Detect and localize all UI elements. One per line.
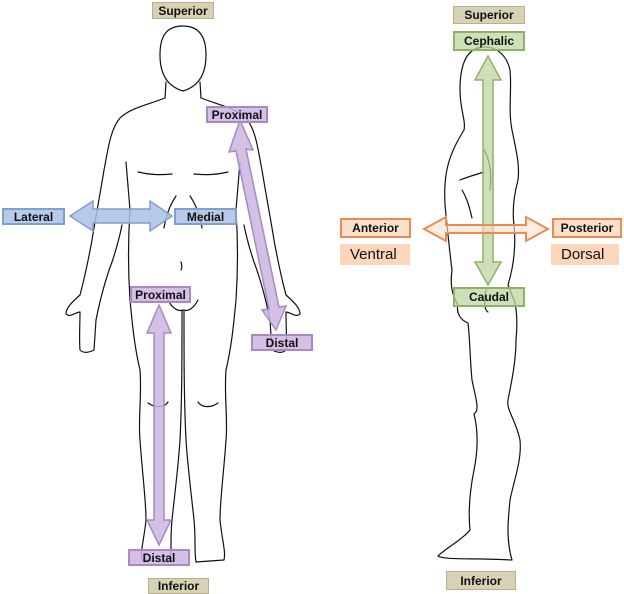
side-inferior-label: Inferior [446,571,516,590]
anterior-label: Anterior [340,218,411,238]
arm-proximal-label: Proximal [206,106,268,123]
leg-proximal-distal-arrow [145,303,173,547]
arm-proximal-distal-arrow [227,117,288,332]
arm-distal-label: Distal [251,334,313,351]
front-superior-label: Superior [152,2,214,19]
dorsal-label: Dorsal [551,244,619,265]
leg-distal-label: Distal [128,549,190,566]
side-superior-label: Superior [453,6,525,24]
lateral-medial-arrow [68,199,174,233]
front-inferior-label: Inferior [148,578,209,594]
ventral-label: Ventral [340,244,410,265]
posterior-label: Posterior [552,218,622,238]
cephalic-label: Cephalic [453,31,525,51]
lateral-label: Lateral [2,208,65,225]
anterior-posterior-arrow [421,215,551,243]
cephalic-caudal-arrow [473,54,503,287]
medial-label: Medial [174,208,237,225]
leg-proximal-label: Proximal [130,286,191,303]
caudal-label: Caudal [453,287,525,307]
